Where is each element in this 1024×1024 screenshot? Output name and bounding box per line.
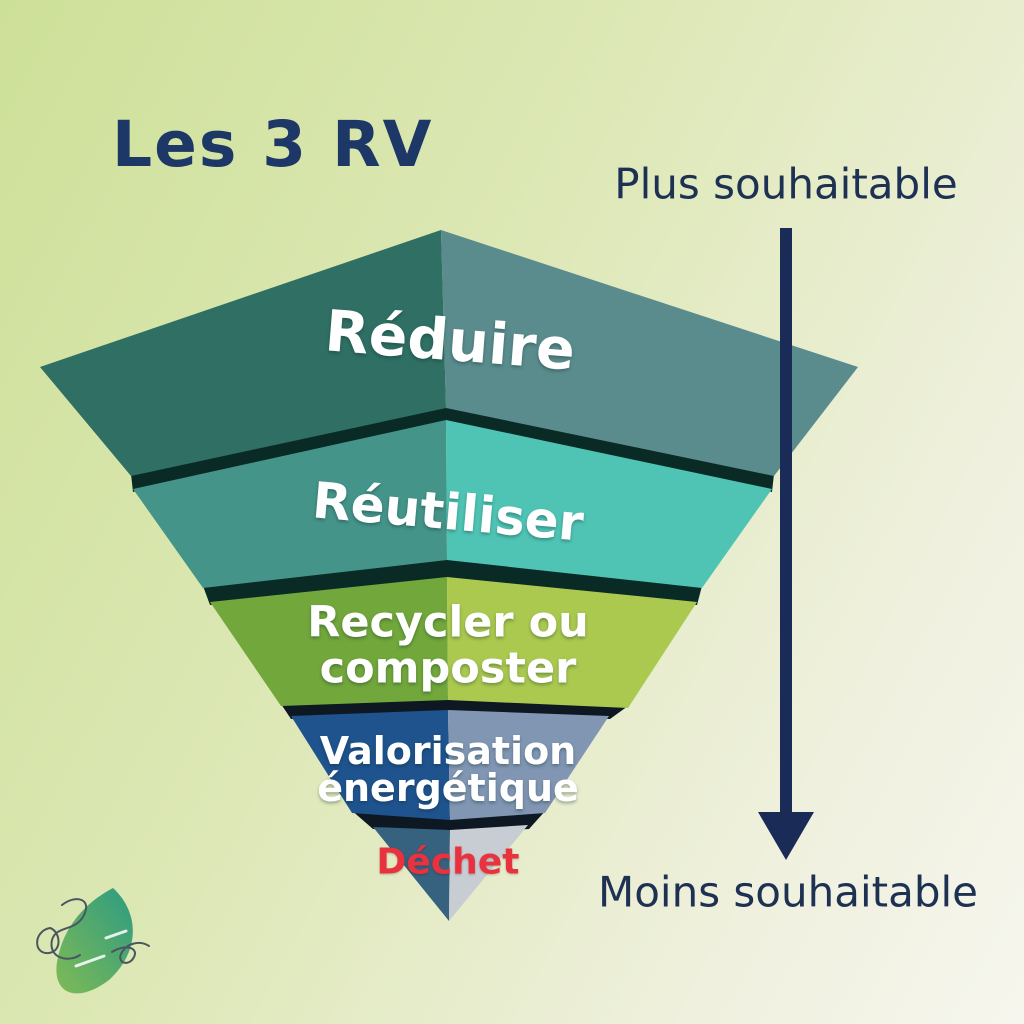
layer-label-valorisation-line2: énergétique bbox=[317, 766, 579, 810]
desirability-arrow-head bbox=[758, 812, 814, 860]
logo-scribble bbox=[36, 898, 150, 964]
layer-dechet-left-face bbox=[373, 827, 450, 921]
layer-label-valorisation: Valorisation énergétique bbox=[317, 728, 579, 810]
layer-recycler-right-face bbox=[447, 577, 697, 708]
less-desirable-label: Moins souhaitable bbox=[597, 867, 979, 917]
layer-valorisation-left-face bbox=[291, 710, 450, 820]
layer-recycler-left-face bbox=[210, 577, 448, 706]
leaf-icon bbox=[56, 888, 133, 994]
layer-reutiliser-left-face bbox=[133, 420, 447, 588]
layer-reduire-right-face bbox=[441, 230, 858, 476]
layer-dechet-right-face bbox=[449, 825, 528, 921]
desirability-arrow-shaft bbox=[780, 228, 792, 818]
leaf-logo bbox=[36, 888, 150, 994]
layer-valorisation-right-face bbox=[448, 710, 609, 820]
layer-reduire-left-face bbox=[40, 230, 446, 476]
layer-reutiliser-right-face bbox=[446, 420, 772, 588]
page-title: Les 3 RV bbox=[112, 108, 434, 181]
more-desirable-label: Plus souhaitable bbox=[614, 159, 958, 209]
leaf-highlight bbox=[74, 929, 128, 968]
layer-label-recycler-line2: composter bbox=[319, 643, 577, 693]
layer-label-dechet: Déchet bbox=[376, 841, 520, 883]
layer-label-valorisation-line1: Valorisation bbox=[319, 728, 577, 773]
layer-label-recycler: Recycler ou composter bbox=[307, 600, 589, 691]
layer-label-recycler-line1: Recycler ou bbox=[307, 597, 589, 648]
